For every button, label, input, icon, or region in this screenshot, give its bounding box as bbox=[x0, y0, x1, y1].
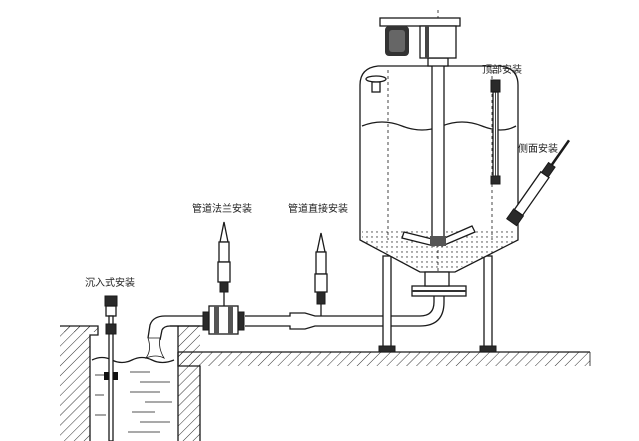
pipe-flange-install-label: 管道法兰安装 bbox=[192, 202, 252, 215]
immersion-install-label: 沉入式安装 bbox=[85, 276, 135, 289]
immersion-sensor bbox=[104, 295, 118, 441]
top-nozzle bbox=[365, 75, 387, 93]
sump-pit bbox=[60, 325, 200, 441]
side-mounted-sensor bbox=[506, 139, 571, 227]
top-install-label: 顶部安装 bbox=[482, 63, 522, 76]
tank-legs bbox=[378, 255, 497, 353]
direct-mounted-sensor bbox=[314, 232, 328, 316]
pipe-direct-install-label: 管道直接安装 bbox=[288, 202, 348, 215]
agitator bbox=[401, 57, 476, 247]
pipeline bbox=[147, 285, 467, 341]
side-install-label: 侧面安装 bbox=[518, 142, 558, 155]
ground bbox=[177, 351, 591, 441]
top-mounted-sensor bbox=[490, 79, 501, 185]
motor-icon bbox=[379, 17, 461, 59]
flange-mounted-sensor bbox=[217, 221, 231, 306]
